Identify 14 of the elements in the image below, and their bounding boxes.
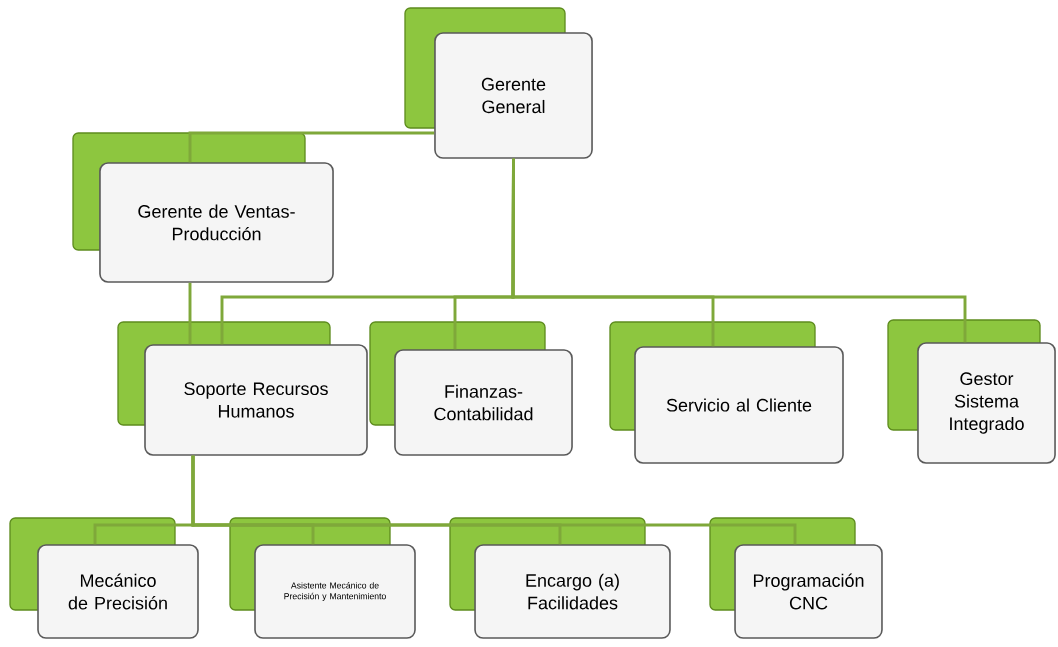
org-chart-box: Gestor Sistema Integrado <box>887 319 1056 464</box>
connector-line <box>191 455 797 545</box>
connector-line <box>188 131 435 163</box>
connector-line <box>511 158 967 343</box>
org-chart-box: Gerente de Ventas- Producción <box>72 132 334 283</box>
org-chart-box: Asistente Mecánico de Precisión y Mantenimiento <box>229 517 416 639</box>
org-chart-box: Encargo (a) Facilidades <box>449 517 671 639</box>
connector-line <box>188 282 192 345</box>
org-chart-box: Servicio al Cliente <box>609 321 844 464</box>
org-chart-box: Mecánico de Precisión <box>9 517 199 639</box>
org-chart-box: Soporte Recursos Humanos <box>117 321 368 456</box>
org-chart-box: Finanzas- Contabilidad <box>369 321 573 456</box>
org-chart-box: Gerente General <box>404 7 593 159</box>
org-chart-box: Programación CNC <box>709 517 883 639</box>
